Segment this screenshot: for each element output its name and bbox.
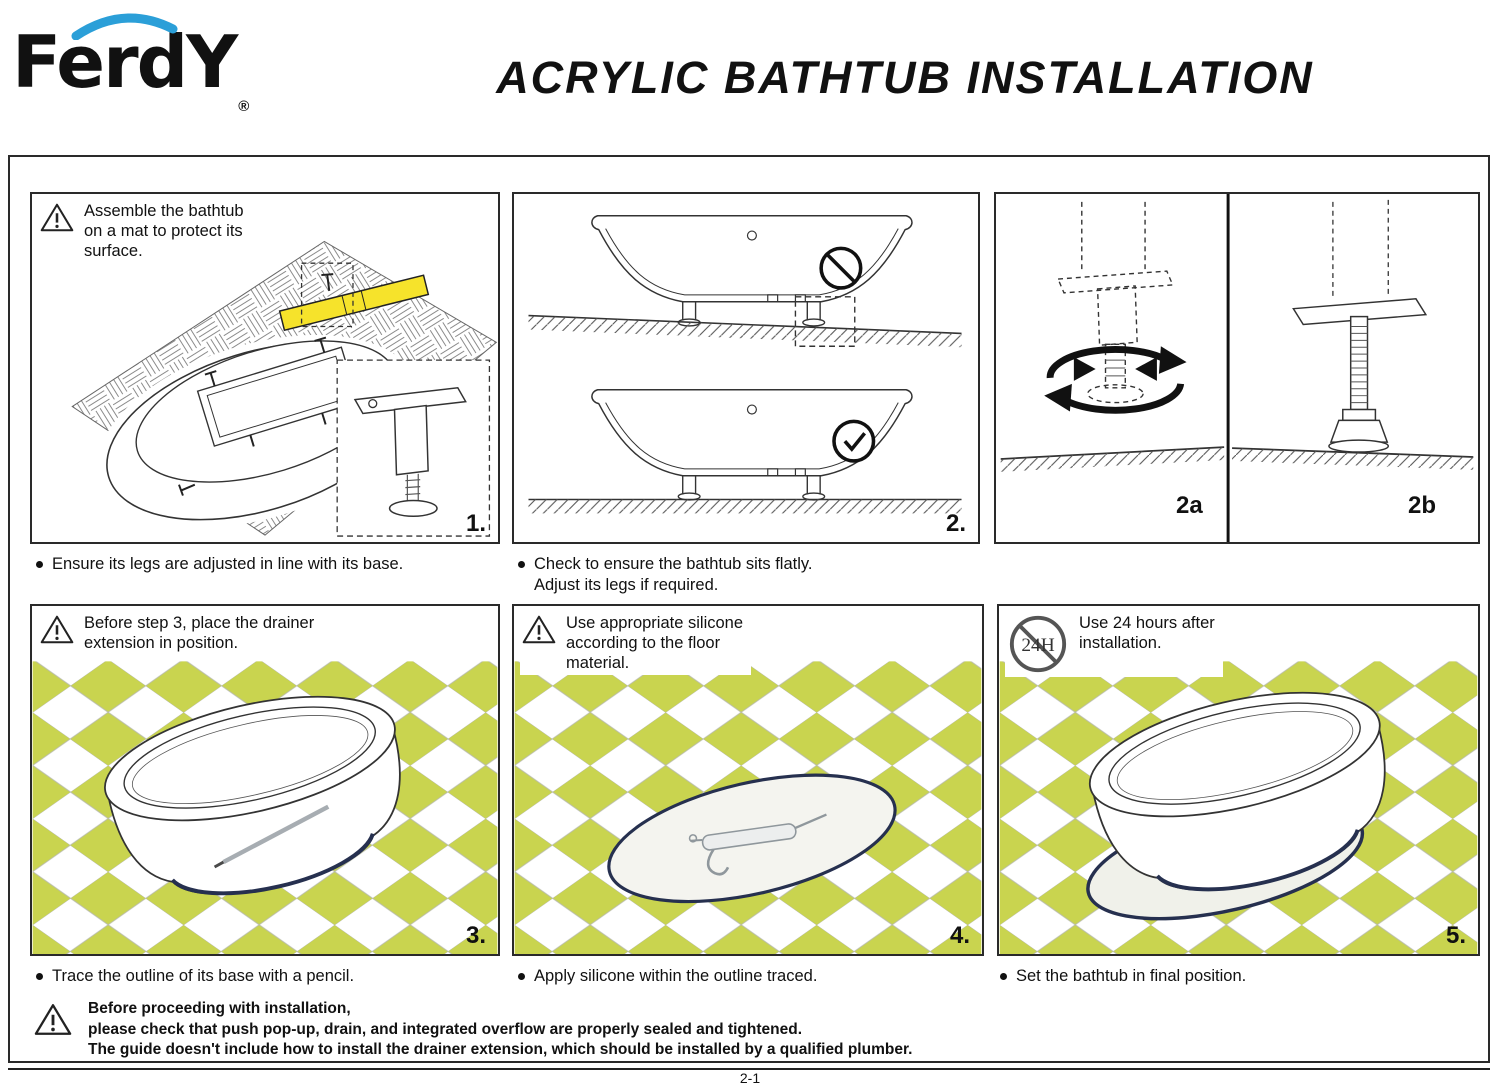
step3-illustration (32, 661, 498, 954)
24h-badge-text: 24H (1021, 635, 1054, 656)
step5-note-text: Use 24 hours after installation. (1079, 614, 1215, 652)
bathtub-flat (528, 389, 962, 514)
footer-warning: Before proceeding with installation, ple… (34, 999, 912, 1061)
step2a-label: 2a (1176, 492, 1203, 519)
registered-mark: ® (238, 98, 250, 115)
step1-illustration (71, 240, 498, 537)
step5-note: 24H Use 24 hours after installation. (1005, 611, 1223, 677)
pencil (213, 804, 330, 869)
warning-icon (40, 615, 74, 644)
24h-prohibited-icon: 24H (1009, 615, 1067, 673)
step2-number: 2. (945, 510, 966, 537)
warning-icon (522, 615, 556, 644)
step4-illustration (514, 661, 982, 954)
bullet-icon (1000, 973, 1007, 980)
bullet-icon (518, 973, 525, 980)
bathtub (1088, 691, 1386, 892)
adjustable-foot-2b (1232, 199, 1474, 470)
rotation-arrows-icon (1044, 345, 1187, 414)
bathtub (104, 695, 401, 896)
no-entry-icon (819, 246, 863, 290)
step3-number: 3. (465, 922, 486, 949)
warning-icon (34, 1004, 72, 1035)
step5-number: 5. (1445, 922, 1466, 949)
bullet-icon (518, 561, 525, 568)
step5-panel: 24H Use 24 hours after installation. 5. (997, 604, 1480, 956)
content-frame (8, 155, 1490, 1063)
step3-note: Before step 3, place the drainer extensi… (38, 611, 323, 655)
bullet-icon (36, 973, 43, 980)
detail-callout-box (300, 262, 354, 328)
leg-detail-inset (336, 359, 491, 537)
bathtub-uneven (528, 215, 962, 348)
step1-panel: Assemble the bathtub on a mat to protect… (30, 192, 500, 544)
footer-warning-text: Before proceeding with installation, ple… (88, 1000, 913, 1058)
step5-illustration (999, 661, 1478, 954)
caulk-gun (688, 813, 827, 876)
page-title: ACRYLIC BATHTUB INSTALLATION (496, 52, 1314, 103)
step3-panel: Before step 3, place the drainer extensi… (30, 604, 500, 956)
adjust-bolt (178, 273, 334, 496)
step4-number: 4. (949, 922, 970, 949)
step2-illustration (528, 215, 962, 514)
step2ab-illustration (1000, 194, 1474, 542)
adjustable-foot-2a (1000, 201, 1225, 472)
spirit-level (278, 274, 430, 332)
brand-logo: FerdY® (12, 10, 249, 115)
step4-note: Use appropriate silicone according to th… (520, 611, 752, 675)
step4-panel: Use appropriate silicone according to th… (512, 604, 984, 956)
step3-note-text: Before step 3, place the drainer extensi… (84, 614, 315, 652)
step3-caption: Trace the outline of its base with a pen… (36, 966, 496, 987)
brand-arc-icon (71, 13, 178, 40)
footer-rule (8, 1068, 1490, 1070)
step1-caption: Ensure its legs are adjusted in line wit… (36, 554, 496, 575)
bullet-icon (36, 561, 43, 568)
step1-note: Assemble the bathtub on a mat to protect… (38, 199, 252, 263)
warning-icon (40, 203, 74, 232)
step2-panel: 2. (512, 192, 980, 544)
step2-caption: Check to ensure the bathtub sits flatly.… (518, 554, 978, 596)
step4-caption: Apply silicone within the outline traced… (518, 966, 978, 987)
step1-note-text: Assemble the bathtub on a mat to protect… (84, 202, 244, 260)
step5-caption: Set the bathtub in final position. (1000, 966, 1470, 987)
step1-number: 1. (465, 510, 486, 537)
step4-note-text: Use appropriate silicone according to th… (566, 614, 744, 672)
brand-name: FerdY (12, 20, 238, 104)
step2b-label: 2b (1407, 492, 1436, 519)
page-number: 2-1 (739, 1070, 761, 1086)
step2ab-panel: 2a 2b (994, 192, 1480, 544)
leg-bolts (204, 336, 327, 447)
check-icon (832, 419, 876, 463)
